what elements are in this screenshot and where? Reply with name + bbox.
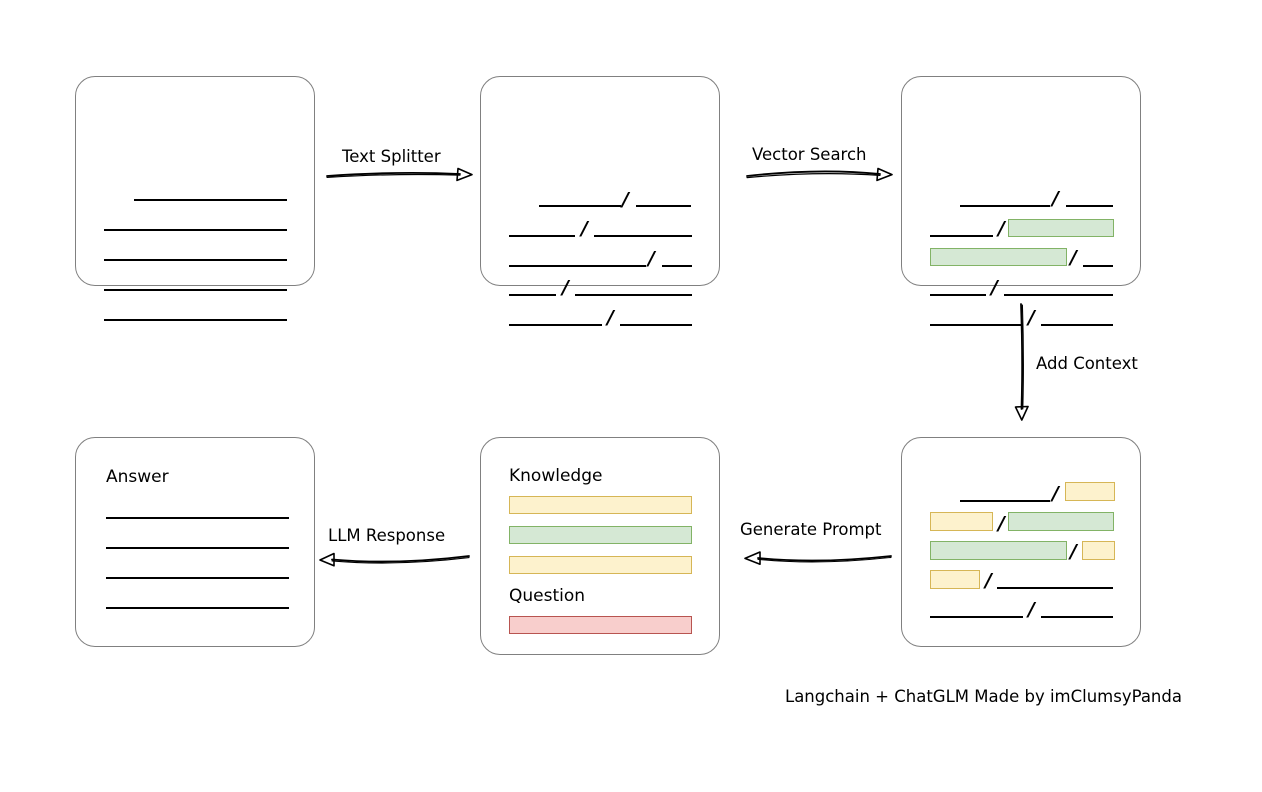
knowledge-label: Knowledge (509, 466, 603, 486)
knowledge-chunk-chip[interactable] (509, 496, 692, 514)
prompt-content: Knowledge Question (481, 438, 719, 654)
edge-vector-search (746, 162, 896, 186)
text-line (106, 547, 289, 549)
text-line (960, 500, 1050, 502)
text-line (930, 616, 1023, 618)
vector-matched-document-box[interactable]: / / / / / (901, 76, 1141, 327)
text-line (960, 205, 1050, 207)
arrow-shaft (326, 171, 461, 177)
text-line (930, 324, 1023, 326)
vector-matched-document-content: / / / / / (902, 77, 1140, 327)
arrow-head (456, 167, 473, 182)
retrieved-chunk-chip[interactable] (1008, 512, 1114, 531)
question-chunk-chip[interactable] (509, 616, 692, 634)
split-document-box[interactable]: / / / / / (480, 76, 720, 327)
slash-separator: / (998, 217, 1005, 240)
context-added-document-box[interactable]: / / / / / (901, 437, 1141, 647)
slash-separator: / (1052, 482, 1059, 505)
arrow-head (1014, 405, 1029, 421)
slash-separator: / (607, 306, 614, 329)
context-added-document-content: / / / / / (902, 438, 1140, 646)
text-line (509, 265, 646, 267)
arrow-shaft (757, 556, 892, 563)
answer-label: Answer (106, 467, 169, 487)
text-line (662, 265, 692, 267)
arrow-head (744, 551, 761, 565)
context-chunk-chip[interactable] (1065, 482, 1115, 501)
text-line (509, 324, 602, 326)
text-line (104, 289, 287, 291)
edge-label-add-context: Add Context (1036, 354, 1138, 373)
slash-separator: / (622, 188, 629, 211)
text-line (104, 259, 287, 261)
slash-separator: / (991, 276, 998, 299)
text-line (575, 294, 692, 296)
footer-credit: Langchain + ChatGLM Made by imClumsyPand… (785, 687, 1182, 706)
arrow-shaft (326, 173, 461, 178)
slash-separator: / (1070, 246, 1077, 269)
text-line (1083, 265, 1113, 267)
text-line (104, 229, 287, 231)
arrow-shaft (746, 173, 881, 179)
arrow-head (319, 552, 335, 567)
text-line (930, 235, 993, 237)
answer-box[interactable]: Answer (75, 437, 315, 647)
text-line (509, 294, 556, 296)
text-line (104, 319, 287, 321)
text-line (594, 235, 692, 237)
context-chunk-chip[interactable] (930, 512, 993, 531)
retrieved-chunk-chip[interactable] (930, 248, 1067, 266)
text-line (1004, 294, 1113, 296)
slash-separator: / (581, 217, 588, 240)
text-line (106, 607, 289, 609)
text-line (509, 235, 575, 237)
text-line (620, 324, 692, 326)
answer-content: Answer (76, 438, 314, 646)
knowledge-chunk-chip[interactable] (509, 526, 692, 544)
retrieved-chunk-chip[interactable] (1008, 219, 1114, 237)
slash-separator: / (1070, 540, 1077, 563)
slash-separator: / (985, 569, 992, 592)
text-line (636, 205, 691, 207)
slash-separator: / (1028, 598, 1035, 621)
slash-separator: / (1028, 306, 1035, 329)
text-line (1041, 616, 1113, 618)
text-line (930, 294, 986, 296)
prompt-box[interactable]: Knowledge Question (480, 437, 720, 655)
edge-add-context (1008, 303, 1036, 421)
edge-label-vector-search: Vector Search (752, 145, 867, 164)
slash-separator: / (648, 247, 655, 270)
arrow-shaft (1020, 303, 1024, 410)
knowledge-chunk-chip[interactable] (509, 556, 692, 574)
text-line (539, 205, 621, 207)
text-line (106, 577, 289, 579)
context-chunk-chip[interactable] (930, 570, 980, 589)
arrow-shaft (331, 555, 470, 563)
text-line (106, 517, 289, 519)
arrow-shaft (757, 555, 892, 562)
context-chunk-chip[interactable] (1082, 541, 1115, 560)
arrow-shaft (746, 170, 881, 177)
slash-separator: / (1052, 187, 1059, 210)
text-line (1041, 324, 1113, 326)
text-line (997, 587, 1113, 589)
retrieved-chunk-chip[interactable] (930, 541, 1067, 560)
text-line (134, 199, 287, 201)
slash-separator: / (998, 512, 1005, 535)
edge-llm-response (318, 548, 470, 572)
arrow-shaft (331, 557, 470, 564)
question-label: Question (509, 586, 586, 606)
source-document-box[interactable] (75, 76, 315, 321)
arrow-head (876, 167, 893, 182)
edge-label-text-splitter: Text Splitter (342, 147, 441, 166)
text-line (1066, 205, 1113, 207)
slash-separator: / (562, 276, 569, 299)
split-document-content: / / / / / (481, 77, 719, 327)
arrow-shaft (1021, 304, 1024, 410)
edge-label-generate-prompt: Generate Prompt (740, 520, 882, 539)
edge-generate-prompt (740, 546, 892, 570)
edge-text-splitter (326, 162, 476, 186)
source-document-content (76, 77, 314, 321)
edge-label-llm-response: LLM Response (328, 526, 446, 545)
